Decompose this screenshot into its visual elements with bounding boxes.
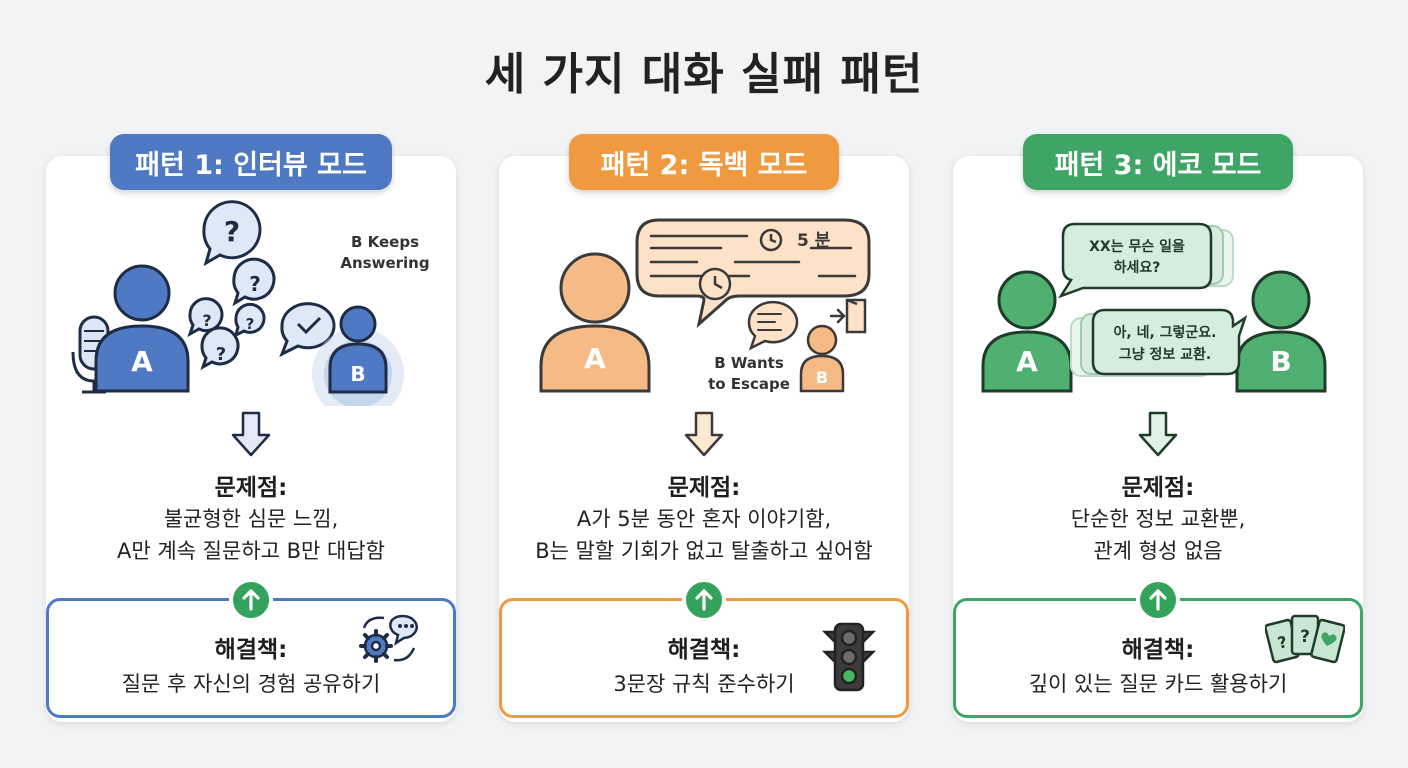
solution-text: 3문장 규칙 준수하기 [613,672,795,696]
card-header: 패턴 3: 에코 모드 [1023,134,1293,190]
problem-line-2: 관계 형성 없음 [1093,539,1223,563]
svg-text:?: ? [249,272,261,296]
person-b-icon: B [312,305,404,406]
person-a-label: A [131,345,153,378]
arrow-up-icon [229,578,273,622]
caption-line-1: B Keeps [351,233,419,251]
svg-text:?: ? [1300,627,1310,647]
person-a-label: A [584,342,606,375]
bubble-a-line-2: 하세요? [1114,259,1161,276]
solution-text: 질문 후 자신의 경험 공유하기 [121,672,381,696]
gear-chat-icon [359,614,418,663]
pattern-card-monologue: 패턴 2: 독백 모드 A 5 분 [499,134,909,722]
problem-line-2: B는 말할 기회가 없고 탈출하고 싶어함 [535,539,873,563]
card-header: 패턴 2: 독백 모드 [569,134,839,190]
problem-text: A가 5분 동안 혼자 이야기함, B는 말할 기회가 없고 탈출하고 싶어함 [499,503,909,567]
person-b-icon: B [1235,270,1327,393]
bubble-b-line-1: 아, 네, 그렇군요. [1114,324,1217,341]
bubble-b-line-2: 그냥 정보 교환. [1119,346,1211,363]
arrow-up-icon [1136,578,1180,622]
question-bubble-icon [187,200,276,371]
caption-line-2: Answering [340,254,429,272]
solution-label: 해결책: [214,637,288,663]
interview-illustration: A ? ? ? ? ? B B Keeps [71,200,430,406]
monologue-illustration: A 5 분 [539,218,871,393]
problem-text: 불균형한 심문 느낌, A만 계속 질문하고 B만 대답함 [46,503,456,567]
arrow-up-icon [682,578,726,622]
person-a-icon: A [539,252,651,393]
card-header: 패턴 1: 인터뷰 모드 [110,134,392,190]
question-bubble-stack: XX는 무슨 일을 하세요? [1058,222,1234,299]
svg-text:?: ? [1276,632,1290,653]
answer-bubble-stack: 아, 네, 그렇군요. 그냥 정보 교환. [1070,308,1248,377]
exit-door-icon [829,298,867,334]
solution-text: 깊이 있는 질문 카드 활용하기 [1028,672,1288,696]
problem-line-1: 단순한 정보 교환뿐, [1070,507,1246,531]
solution-label: 해결책: [667,637,741,663]
problem-line-1: A가 5분 동안 혼자 이야기함, [576,507,832,531]
arrow-down-icon [1138,411,1178,457]
svg-text:?: ? [202,311,211,330]
person-b-icon: B [799,324,845,393]
person-b-label: B [816,368,828,387]
small-speech-bubble-icon [747,300,799,351]
caption-line-1: B Wants [714,354,784,372]
problem-line-1: 불균형한 심문 느낌, [163,507,339,531]
check-bubble-icon [279,302,336,358]
problem-label: 문제점: [1121,475,1195,501]
caption-line-2: to Escape [708,375,790,393]
solution-label: 해결책: [1121,637,1195,663]
problem-label: 문제점: [214,475,288,501]
arrow-down-icon [684,411,724,457]
traffic-light-icon [821,622,877,692]
page-title: 세 가지 대화 실패 패턴 [484,49,924,100]
bubble-a-line-1: XX는 무슨 일을 [1089,239,1185,255]
person-a-icon: A [981,270,1073,393]
question-cards-icon: ? ? [1265,614,1345,664]
person-a-icon: A [94,264,190,393]
person-b-label: B [350,362,365,386]
person-a-label: A [1016,345,1038,378]
problem-line-2: A만 계속 질문하고 B만 대답함 [117,539,385,563]
svg-text:?: ? [246,315,255,333]
svg-text:?: ? [224,215,240,248]
svg-text:?: ? [216,344,226,365]
problem-text: 단순한 정보 교환뿐, 관계 형성 없음 [953,503,1363,567]
echo-illustration: A B XX는 무슨 일을 하세요? 아, 네, 그렇군요. 그냥 정보 교환. [981,222,1327,393]
pattern-card-echo: 패턴 3: 에코 모드 A B XX는 무슨 일을 하세요? 아, 네, 그렇군… [953,134,1363,722]
clock-icon [698,228,783,301]
arrow-down-icon [231,411,271,457]
speech-bubble-icon [635,218,871,329]
timer-text: 5 분 [797,231,831,251]
problem-label: 문제점: [667,475,741,501]
person-b-label: B [1270,345,1291,378]
pattern-card-interview: 패턴 1: 인터뷰 모드 A ? ? ? [46,134,456,722]
